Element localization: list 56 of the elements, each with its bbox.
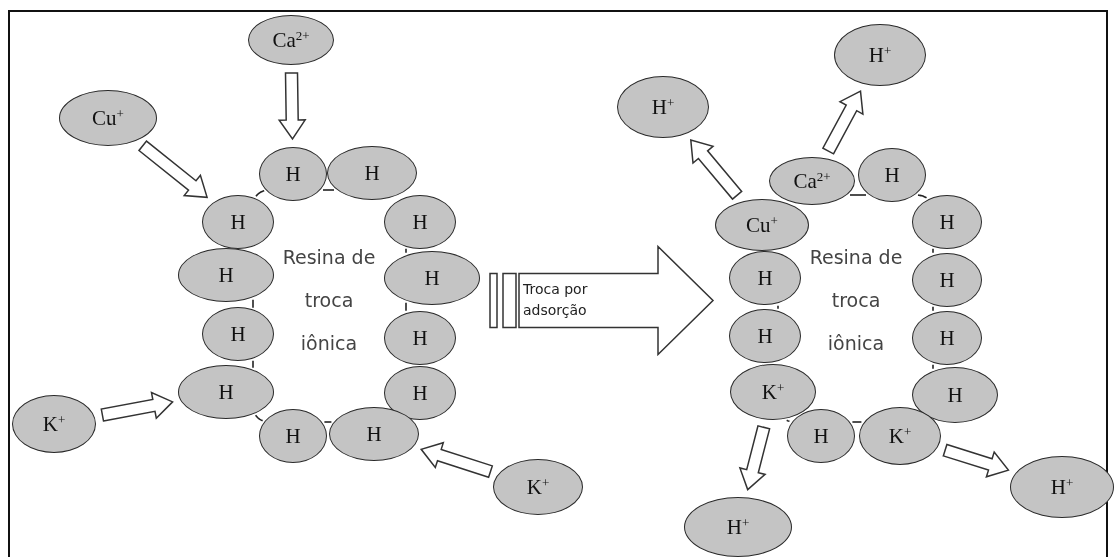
- ion-label: Ca$^{2+}$: [272, 28, 310, 52]
- ion-label: H: [884, 164, 900, 186]
- ion-label: H: [218, 381, 234, 403]
- ion-label: H: [757, 325, 773, 347]
- ion-label: H: [412, 211, 428, 233]
- ion-ellipse: [178, 365, 274, 419]
- ion-ellipse: [12, 395, 96, 453]
- ion-label: K$^{+}$: [888, 424, 912, 448]
- ion-label: H: [366, 423, 382, 445]
- ion-ellipse: [259, 409, 327, 463]
- ion-ellipse: [858, 148, 926, 202]
- hollow-arrow: [277, 72, 307, 141]
- edge-label: Troca por adsorção: [523, 279, 589, 320]
- ion-label: H$^{+}$: [726, 515, 750, 539]
- ion-label: H$^{+}$: [1050, 475, 1074, 499]
- ion-label: H: [424, 267, 440, 289]
- ion-label: K$^{+}$: [42, 412, 66, 436]
- hollow-arrow: [137, 140, 209, 199]
- resin-label: Resina de troca iônica: [281, 236, 377, 365]
- resin-label: Resina de troca iônica: [808, 236, 904, 365]
- ion-label: H$^{+}$: [868, 43, 892, 67]
- ion-label: H: [230, 323, 246, 345]
- ion-label: H: [285, 425, 301, 447]
- ion-label: H: [412, 382, 428, 404]
- hollow-arrow: [689, 139, 743, 201]
- ion-label: H: [412, 327, 428, 349]
- ion-label: H: [947, 384, 963, 406]
- hollow-arrow: [419, 441, 494, 479]
- ion-label: H: [813, 425, 829, 447]
- hollow-arrow: [738, 424, 771, 491]
- ion-label: H: [757, 267, 773, 289]
- ion-ellipse: [493, 459, 583, 515]
- ion-ellipse: [912, 195, 982, 249]
- ion-ellipse: [202, 195, 274, 249]
- ion-ellipse: [329, 407, 419, 461]
- ion-label: K$^{+}$: [761, 380, 785, 404]
- ion-label: H: [939, 269, 955, 291]
- ion-label: H: [285, 163, 301, 185]
- ion-ellipse: [259, 147, 327, 201]
- ion-ellipse: [912, 367, 998, 423]
- ion-label: H: [939, 211, 955, 233]
- ion-ellipse: [787, 409, 855, 463]
- ion-label: Cu$^{+}$: [92, 106, 124, 130]
- ion-ellipse: [384, 195, 456, 249]
- ion-label: H: [939, 327, 955, 349]
- hollow-arrow: [489, 244, 715, 357]
- ion-label: Ca$^{2+}$: [793, 169, 831, 193]
- ion-label: H: [364, 162, 380, 184]
- ion-label: H$^{+}$: [651, 95, 675, 119]
- ion-label: H: [230, 211, 246, 233]
- hollow-arrow: [942, 443, 1010, 478]
- hollow-arrow: [821, 90, 864, 155]
- ion-label: Cu$^{+}$: [746, 213, 778, 237]
- hollow-arrow: [100, 391, 174, 422]
- ion-label: K$^{+}$: [526, 475, 550, 499]
- ion-label: H: [218, 264, 234, 286]
